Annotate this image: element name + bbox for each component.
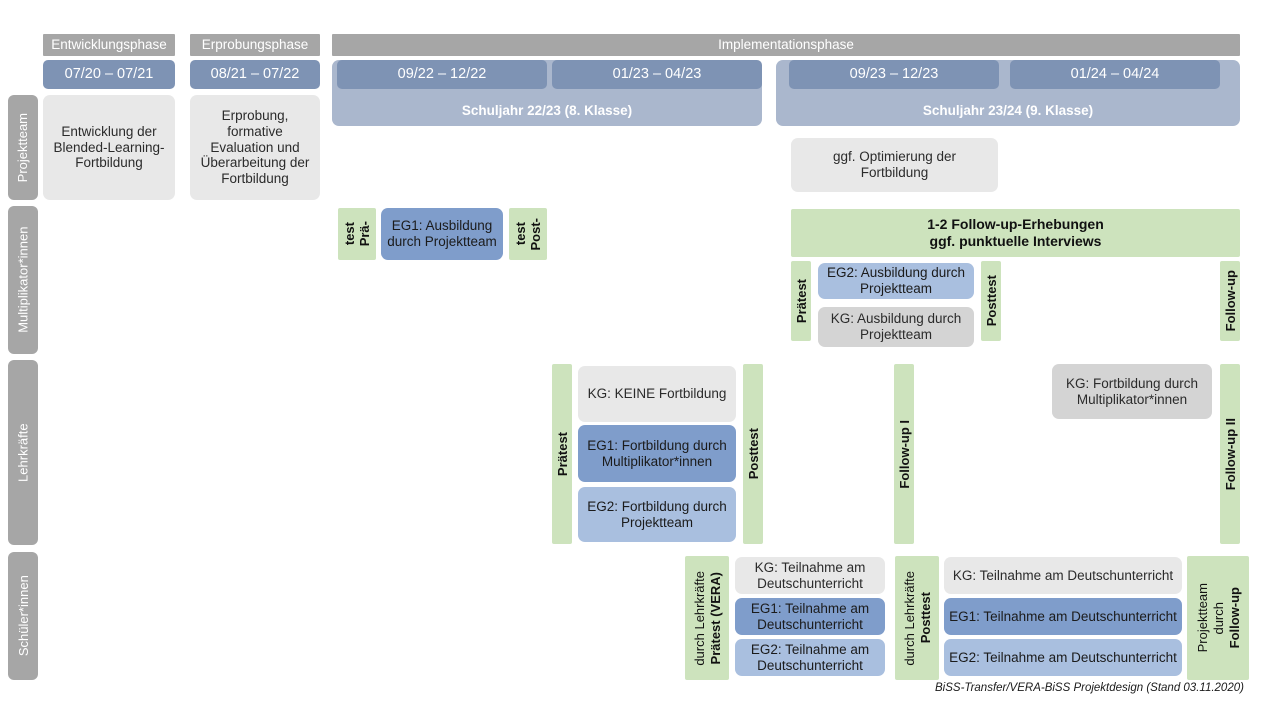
schueler-posttest-sub-label: durch Lehrkräfte (901, 570, 917, 666)
schueler-eg2-box-2: EG2: Teilnahme am Deutschunterricht (944, 639, 1182, 676)
lehrkraefte-followup-1-label: Follow-up I (896, 419, 912, 489)
schueler-eg1-box-2: EG1: Teilnahme am Deutschunterricht (944, 598, 1182, 635)
lehrkraefte-kg-keine-box: KG: KEINE Fortbildung (578, 366, 736, 422)
schueler-followup-sub2-label: Projektteam (1194, 583, 1210, 653)
multiplikatoren-followup-strip: Follow-up (1220, 261, 1240, 341)
lehrkraefte-followup-1-strip: Follow-up I (894, 364, 914, 544)
multiplikatoren-posttest-line1: Post- (528, 217, 543, 251)
multiplikatoren-praetest-2023-strip: Prätest (791, 261, 811, 341)
row-label-multiplikatorinnen: Multiplikator*innen (8, 206, 38, 354)
multiplikatoren-posttest-2023-label: Posttest (983, 275, 999, 327)
multiplikatoren-praetest-line2: test (342, 222, 357, 246)
lehrkraefte-praetest-label: Prätest (554, 431, 570, 477)
schueler-kg-box-2: KG: Teilnahme am Deutschunterricht (944, 557, 1182, 594)
projektteam-erprobung-box: Erprobung, formative Evaluation und Über… (190, 95, 320, 200)
multiplikatoren-praetest-line1: Prä- (357, 221, 372, 247)
phase-header-implementationsphase: Implementationsphase (332, 34, 1240, 56)
multiplikatoren-kg-box: KG: Ausbildung durch Projektteam (818, 307, 974, 347)
schueler-followup-bold-label: Follow-up (1226, 587, 1242, 649)
period-bar-0123-0423: 01/23 – 04/23 (552, 60, 762, 89)
lehrkraefte-followup-2-label: Follow-up II (1222, 417, 1238, 491)
schueler-followup-strip: Follow-up durch Projektteam (1187, 556, 1249, 680)
period-bar-0923-1223: 09/23 – 12/23 (789, 60, 999, 89)
multiplikatoren-eg2-box: EG2: Ausbildung durch Projektteam (818, 263, 974, 299)
school-year-label-2324: Schuljahr 23/24 (9. Klasse) (922, 103, 1094, 119)
period-bar-0821-0722: 08/21 – 07/22 (190, 60, 320, 89)
multiplikatoren-followup-label: Follow-up (1222, 270, 1238, 332)
row-label-multiplikatorinnen-text: Multiplikator*innen (15, 226, 31, 334)
schueler-followup-sub1-label: durch (1210, 601, 1226, 635)
multiplikatoren-followup-band-line2: ggf. punktuelle Interviews (929, 233, 1102, 249)
schueler-eg2-box-1: EG2: Teilnahme am Deutschunterricht (735, 639, 885, 676)
period-bar-0720-0721: 07/20 – 07/21 (43, 60, 175, 89)
row-label-schuelerinnen: Schüler*innen (8, 552, 38, 680)
multiplikatoren-praetest-strip: Prä- test (338, 208, 376, 260)
lehrkraefte-posttest-strip: Posttest (743, 364, 763, 544)
phase-header-erprobungsphase: Erprobungsphase (190, 34, 320, 56)
schueler-kg-box-1: KG: Teilnahme am Deutschunterricht (735, 557, 885, 594)
lehrkraefte-posttest-label: Posttest (745, 428, 761, 480)
row-label-projektteam-text: Projektteam (15, 112, 31, 183)
row-label-schuelerinnen-text: Schüler*innen (15, 575, 31, 657)
multiplikatoren-followup-band-line1: 1-2 Follow-up-Erhebungen (927, 216, 1104, 233)
schueler-eg1-box-1: EG1: Teilnahme am Deutschunterricht (735, 598, 885, 635)
multiplikatoren-posttest-2023-strip: Posttest (981, 261, 1001, 341)
schueler-praetest-strip: Prätest (VERA) durch Lehrkräfte (685, 556, 729, 680)
footer-caption: BiSS-Transfer/VERA-BiSS Projektdesign (S… (935, 682, 1244, 694)
schueler-praetest-sub-label: durch Lehrkräfte (691, 570, 707, 666)
multiplikatoren-posttest-strip: Post- test (509, 208, 547, 260)
schueler-praetest-bold-label: Prätest (VERA) (707, 571, 723, 665)
lehrkraefte-praetest-strip: Prätest (552, 364, 572, 544)
multiplikatoren-posttest-line2: test (513, 222, 528, 246)
period-bar-0124-0424: 01/24 – 04/24 (1010, 60, 1220, 89)
period-bar-0922-1222: 09/22 – 12/22 (337, 60, 547, 89)
row-label-projektteam: Projektteam (8, 95, 38, 200)
projektteam-entwicklung-box: Entwicklung der Blended-Learning-Fortbil… (43, 95, 175, 200)
projektteam-optimierung-box: ggf. Optimierung der Fortbildung (791, 138, 998, 192)
lehrkraefte-eg1-box: EG1: Fortbildung durch Multiplikator*inn… (578, 425, 736, 482)
multiplikatoren-praetest-2023-label: Prätest (793, 278, 809, 324)
multiplikatoren-eg1-box: EG1: Ausbildung durch Projektteam (381, 208, 503, 260)
school-year-label-2223: Schuljahr 22/23 (8. Klasse) (461, 103, 633, 119)
multiplikatoren-followup-band: 1-2 Follow-up-Erhebungen ggf. punktuelle… (791, 209, 1240, 257)
schueler-posttest-bold-label: Posttest (917, 592, 933, 644)
lehrkraefte-kg-fortbildung-box: KG: Fortbildung durch Multiplikator*inne… (1052, 364, 1212, 419)
lehrkraefte-followup-2-strip: Follow-up II (1220, 364, 1240, 544)
row-label-lehrkraefte-text: Lehrkräfte (15, 423, 31, 482)
phase-header-entwicklungsphase: Entwicklungsphase (43, 34, 175, 56)
lehrkraefte-eg2-box: EG2: Fortbildung durch Projektteam (578, 487, 736, 542)
row-label-lehrkraefte: Lehrkräfte (8, 360, 38, 545)
schueler-posttest-strip: Posttest durch Lehrkräfte (895, 556, 939, 680)
